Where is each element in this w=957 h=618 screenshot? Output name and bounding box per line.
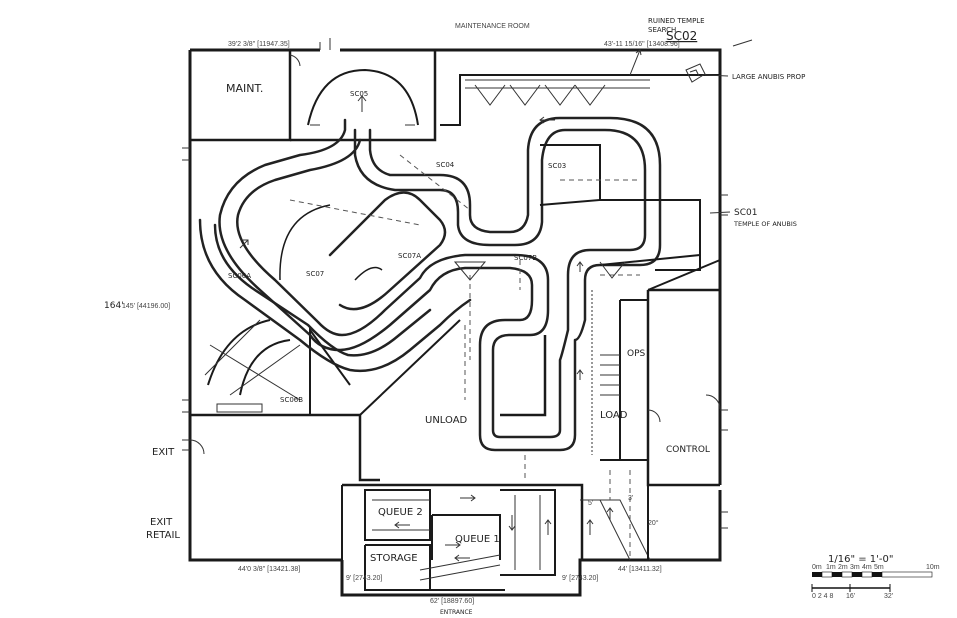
exit-retail-label-2: RETAIL bbox=[146, 530, 180, 541]
dim-left-hand: 164' bbox=[104, 301, 124, 311]
scale-ft-0: 0 2 4 8 bbox=[812, 593, 834, 600]
dim-bottom-left: 44'0 3/8" [13421.38] bbox=[238, 566, 300, 573]
dim-top-left: 39'2 3/8" [11947.35] bbox=[228, 41, 290, 48]
scale-note: 1/16" = 1'-0" bbox=[828, 554, 893, 565]
scene-sc06b: SC06B bbox=[280, 396, 303, 404]
scale-tick-4: 4m bbox=[862, 564, 872, 571]
scale-ft-16: 16' bbox=[846, 593, 855, 600]
scene-sc01-desc: TEMPLE OF ANUBIS bbox=[733, 220, 797, 228]
dim-angle: 20° bbox=[648, 519, 659, 527]
interior-walls bbox=[189, 50, 721, 591]
dim-top-right: 43'-11 15/16" [13408.96] bbox=[604, 41, 680, 48]
scene-sc02-desc-1: RUINED TEMPLE bbox=[648, 17, 705, 25]
dim-left: 145' [44196.00] bbox=[122, 303, 170, 310]
scene-sc07a: SC07A bbox=[398, 252, 421, 260]
anubis-prop-icon bbox=[685, 63, 706, 83]
dim-bottom-9b: 9' [2743.20] bbox=[562, 575, 598, 582]
anubis-prop-label: LARGE ANUBIS PROP bbox=[732, 73, 805, 81]
room-ops: OPS bbox=[627, 349, 646, 359]
dim-bottom-mid: 62' [18897.60] bbox=[430, 598, 474, 605]
scene-sc02-desc-2: SEARCH bbox=[648, 26, 676, 34]
ride-track bbox=[198, 68, 721, 480]
scene-sc07: SC07 bbox=[306, 270, 324, 278]
scale-tick-1: 1m bbox=[826, 564, 836, 571]
scene-sc05: SC05 bbox=[350, 90, 368, 98]
scale-tick-2: 2m bbox=[838, 564, 848, 571]
room-queue2: QUEUE 2 bbox=[378, 507, 423, 518]
scale-tick-3: 3m bbox=[850, 564, 860, 571]
scene-sc06a: SC06A bbox=[228, 272, 251, 280]
outer-walls bbox=[182, 38, 728, 597]
dim-small: 3' bbox=[628, 495, 633, 502]
maintenance-room-label: MAINTENANCE ROOM bbox=[455, 23, 530, 30]
room-storage: STORAGE bbox=[370, 553, 418, 564]
scene-sc03: SC03 bbox=[548, 162, 566, 170]
scale-tick-10: 10m bbox=[926, 564, 940, 571]
scale-ft-32: 32' bbox=[884, 593, 893, 600]
scene-sc07b: SC07B bbox=[514, 254, 537, 262]
scale-tick-5: 5m bbox=[874, 564, 884, 571]
exit-retail-label-1: EXIT bbox=[150, 517, 173, 528]
scale-bar bbox=[811, 571, 933, 592]
scene-sc04: SC04 bbox=[436, 161, 455, 169]
room-queue1: QUEUE 1 bbox=[455, 534, 500, 545]
dim-small-2: 5' bbox=[588, 500, 593, 507]
exit-label: EXIT bbox=[152, 447, 175, 458]
flow-arrows bbox=[239, 39, 753, 562]
scene-sc02: SC02 bbox=[666, 29, 697, 43]
room-maint: MAINT. bbox=[226, 82, 263, 95]
room-unload: UNLOAD bbox=[425, 415, 468, 426]
room-load: LOAD bbox=[600, 410, 628, 421]
dim-bottom-9a: 9' [2743.20] bbox=[346, 575, 382, 582]
dim-bottom-right: 44' [13411.32] bbox=[618, 566, 662, 573]
scale-tick-0: 0m bbox=[812, 564, 822, 571]
room-control: CONTROL bbox=[666, 445, 710, 455]
entrance-label: ENTRANCE bbox=[440, 609, 473, 616]
scene-sc01: SC01 bbox=[734, 208, 757, 218]
